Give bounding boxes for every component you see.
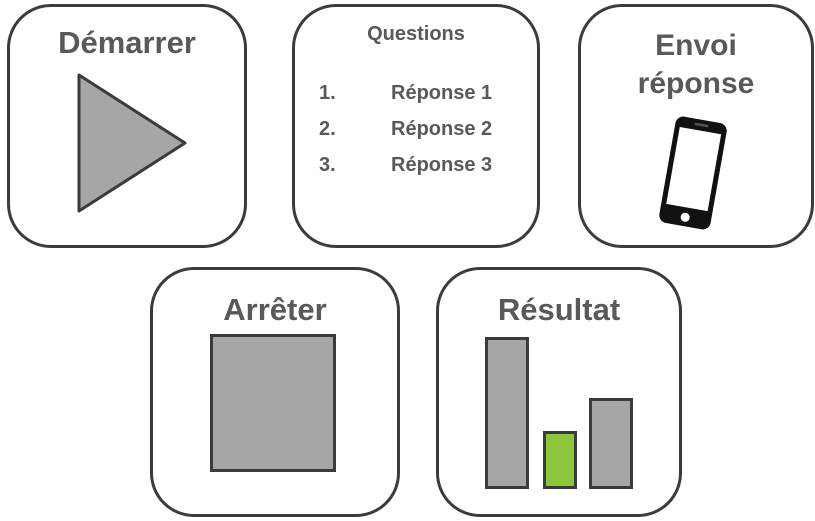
result-card[interactable]: Résultat	[436, 267, 682, 517]
send-title-line2: réponse	[637, 67, 755, 100]
answer-number: 3.	[319, 154, 336, 176]
answer-list: 1. Réponse 1 2. Réponse 2 3. Réponse 3	[319, 75, 492, 183]
stop-card[interactable]: Arrêter	[150, 267, 400, 517]
answer-label: Réponse 2	[391, 118, 493, 140]
answer-number: 2.	[319, 118, 336, 140]
send-title: Envoi réponse	[581, 27, 811, 103]
stop-icon	[210, 334, 336, 472]
play-icon	[77, 73, 187, 213]
result-bar	[485, 337, 529, 489]
smartphone-icon	[659, 116, 727, 230]
answer-label: Réponse 3	[391, 154, 493, 176]
answer-item[interactable]: 2. Réponse 2	[319, 111, 492, 147]
stop-title: Arrêter	[223, 292, 327, 327]
answer-item[interactable]: 3. Réponse 3	[319, 147, 492, 183]
questions-card[interactable]: Questions 1. Réponse 1 2. Réponse 2 3. R…	[292, 4, 540, 248]
send-answer-card[interactable]: Envoi réponse	[578, 4, 814, 248]
send-title-line1: Envoi	[655, 29, 737, 62]
answer-item[interactable]: 1. Réponse 1	[319, 75, 492, 111]
result-bar	[589, 398, 633, 489]
questions-title: Questions	[367, 23, 465, 45]
start-title: Démarrer	[58, 25, 196, 60]
result-bar	[543, 431, 577, 489]
answer-label: Réponse 1	[391, 82, 493, 104]
start-card[interactable]: Démarrer	[7, 4, 247, 248]
result-title: Résultat	[497, 292, 621, 327]
answer-number: 1.	[319, 82, 336, 104]
